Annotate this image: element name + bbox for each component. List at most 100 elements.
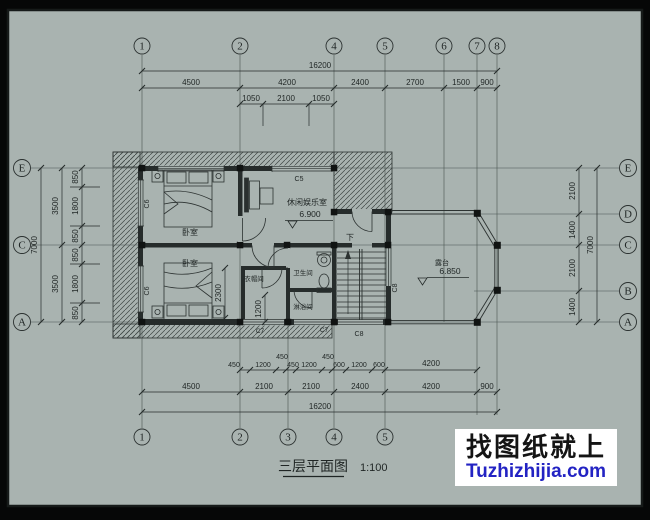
grid-bubble-top-2: 2 [231,37,249,55]
svg-text:1: 1 [139,41,145,53]
grid-bubble-bottom-4: 4 [325,428,343,446]
svg-text:3: 3 [285,432,291,444]
dim-label: 1400 [568,221,577,239]
dim-label: 16200 [309,61,332,70]
grid-bubble-left-E: E [13,159,31,177]
dim-label: 850 [71,229,80,243]
grid-bubble-right-D: D [619,205,637,223]
room-label-shower: 淋浴间 [293,302,313,311]
svg-text:5: 5 [382,41,388,53]
dim-label: 600 [333,362,345,369]
window-label-c8-bottom: C8 [355,331,364,338]
dim-label: 7000 [30,236,39,254]
window-c6-lower [137,265,144,313]
dim-label: 1200 [301,362,317,369]
dim-label: 4500 [182,382,200,391]
window-c8-side [385,248,392,286]
dim-label: 7000 [586,236,595,254]
dim-label: 2100 [568,182,577,200]
dim-label: 1200 [255,362,271,369]
window-label-c6-lower: C6 [144,286,151,295]
doors [238,209,373,309]
grid-bubble-top-4: 4 [325,37,343,55]
terrace-railing [391,210,499,325]
dim-label: 450 [276,354,288,361]
dim-label: 2300 [214,284,223,302]
svg-text:6.900: 6.900 [299,209,321,219]
dim-label: 900 [480,382,494,391]
watermark-cn-text: 找图纸就上 [465,432,606,462]
dim-label: 2100 [302,382,320,391]
grid-bubble-top-7: 7 [468,37,486,55]
dim-label: 2100 [255,382,273,391]
dim-label: 1050 [312,94,330,103]
svg-text:6.850: 6.850 [439,266,461,276]
grid-bubble-bottom-5: 5 [376,428,394,446]
columns [138,164,501,326]
drawing-title: 三层平面图 [278,458,348,474]
room-labels: 卧室 卧室 休闲娱乐室 卫生间 衣帽间 淋浴间 露台 下 [182,197,449,311]
window-label-c6-upper: C6 [144,199,151,208]
window-label-c7-left: C7 [256,328,265,335]
furniture [151,169,332,321]
dim-label: 600 [373,362,385,369]
dim-label: 2100 [568,259,577,277]
grid-bubble-right-B: B [619,282,637,300]
dimension-lines [37,67,601,416]
stair-down-label: 下 [346,233,354,242]
level-markers: 6.900 6.850 [285,209,469,286]
drawing-scale: 1:100 [360,462,388,474]
dim-label: 1200 [351,362,367,369]
dim-label: 4200 [278,78,296,87]
dim-label: 2700 [406,78,424,87]
grid-bubble-right-C: C [619,236,637,254]
window-c8-bottom [338,319,383,326]
dim-label: 850 [71,306,80,320]
svg-text:C: C [18,240,25,252]
elevation-marker-terrace: 6.850 [417,266,469,286]
grid-bubble-bottom-1: 1 [133,428,151,446]
dim-label: 1400 [568,298,577,316]
svg-text:8: 8 [494,41,500,53]
watermark: 找图纸就上 Tuzhizhijia.com [455,429,617,486]
dim-label: 1500 [452,78,470,87]
dim-label: 4200 [422,359,440,368]
window-labels: C5 C6 C6 C7 C7 C8 C8 [144,176,399,338]
svg-text:B: B [624,286,631,298]
dim-label: 2400 [351,78,369,87]
svg-text:4: 4 [331,41,337,53]
basin-icon [316,251,332,267]
door-arc-bathroom [267,247,289,269]
dim-label: 1800 [71,275,80,293]
window-label-c7-right: C7 [320,327,329,334]
dim-label: 4200 [422,382,440,391]
dim-label: 2400 [351,382,369,391]
room-label-terrace: 露台 [435,258,449,267]
dim-label: 1800 [71,197,80,215]
grid-bubble-bottom-2: 2 [231,428,249,446]
window-label-c8-side: C8 [392,283,399,292]
grid-bubble-top-5: 5 [376,37,394,55]
hatched-walls [112,151,393,339]
svg-text:2: 2 [237,432,243,444]
dim-label: 1050 [242,94,260,103]
door-arc-cloakroom [261,267,283,289]
door-arc-bedroom1 [242,217,266,242]
svg-text:A: A [624,317,632,329]
dim-label: 4500 [182,78,200,87]
bed-icon-bottom [151,262,225,321]
dim-label: 450 [322,354,334,361]
dim-label: 16200 [309,402,332,411]
svg-text:7: 7 [474,41,480,53]
svg-text:A: A [18,317,26,329]
dim-label: 3500 [51,275,60,293]
room-label-bathroom: 卫生间 [293,268,313,277]
dim-label: 450 [287,362,299,369]
grid-bubbles: 1 2 4 5 6 7 8 1 2 3 4 5 E C A E D C B A [13,37,637,446]
window-label-c5: C5 [295,176,304,183]
tv-cabinet-icon [244,177,274,213]
tick-marks [37,67,601,416]
window-bedroom1 [157,165,225,172]
